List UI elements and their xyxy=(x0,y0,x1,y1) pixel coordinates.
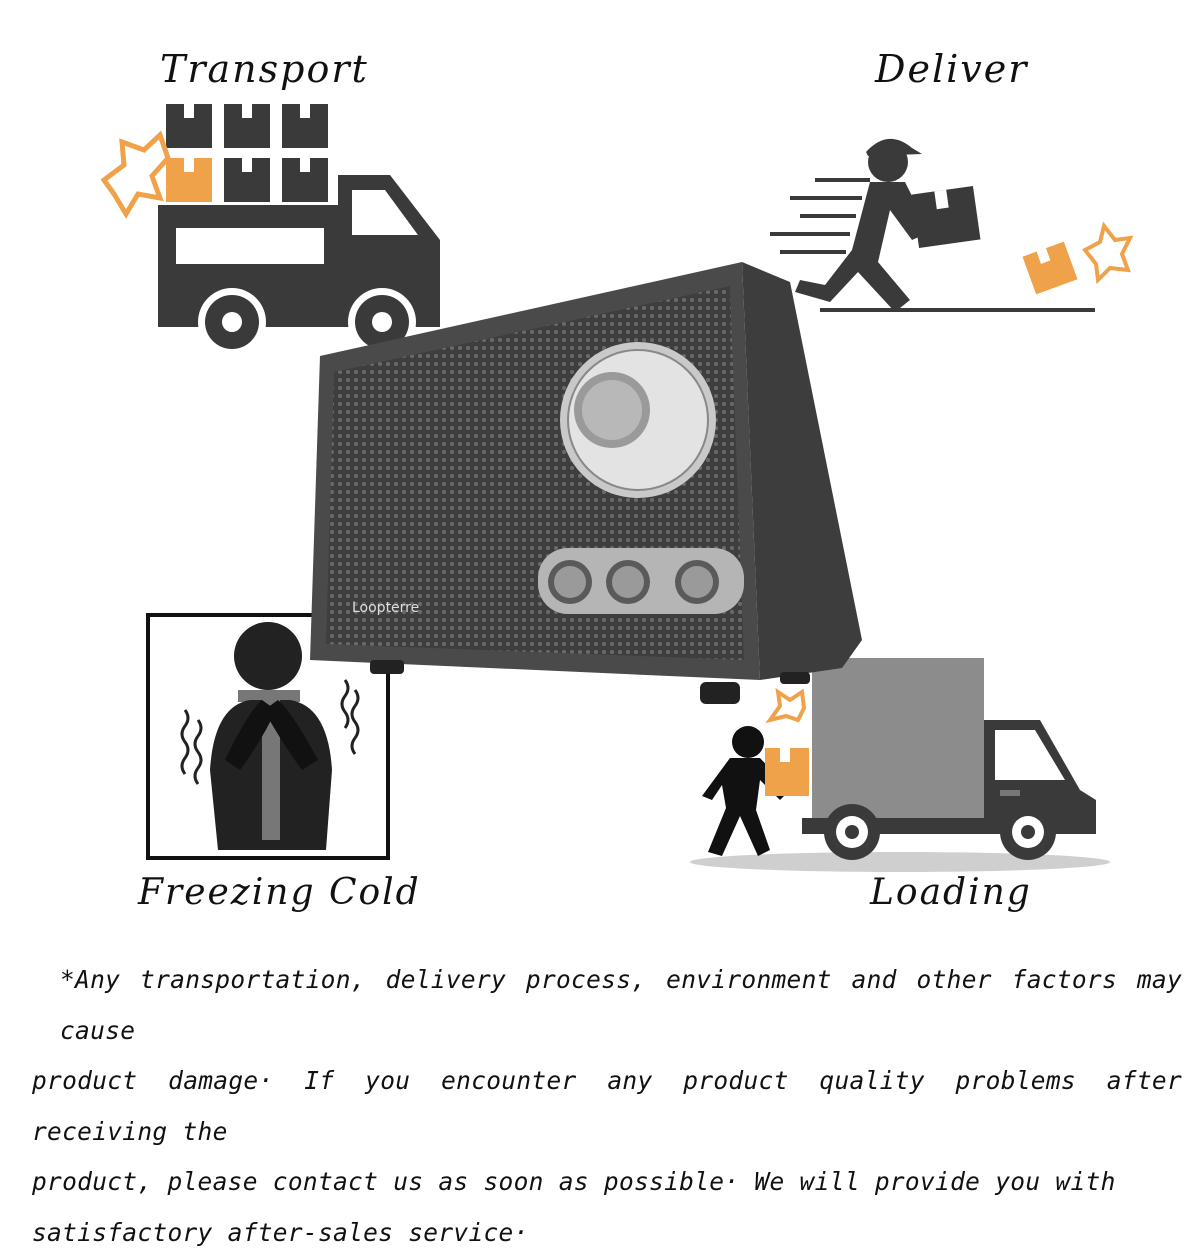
loading-label: Loading xyxy=(870,872,1032,913)
burst-icon xyxy=(1085,226,1130,280)
loading-truck-icon xyxy=(690,658,1110,872)
notice-line-4: satisfactory after-sales service· xyxy=(32,1208,1182,1258)
notice-line-2: product damage· If you encounter any pro… xyxy=(32,1056,1182,1157)
damage-notice: *Any transportation, delivery process, e… xyxy=(32,955,1182,1258)
transport-label: Transport xyxy=(160,47,369,91)
freezing-label: Freezing Cold xyxy=(138,872,421,913)
burst-icon xyxy=(104,135,168,214)
deliver-label: Deliver xyxy=(874,47,1029,91)
transport-truck-icon xyxy=(104,104,440,356)
notice-line-1: *Any transportation, delivery process, e… xyxy=(32,955,1182,1056)
radio-brand-label: Loopterre xyxy=(352,600,419,616)
burst-icon xyxy=(770,692,804,720)
courier-icon xyxy=(770,139,1130,312)
boxes-icon xyxy=(166,104,328,202)
